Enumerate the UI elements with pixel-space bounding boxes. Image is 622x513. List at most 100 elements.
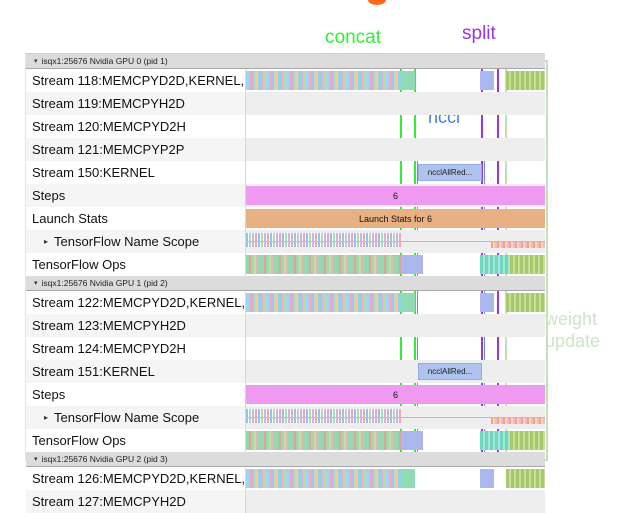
trace-block[interactable]	[480, 293, 494, 312]
timeline-row[interactable]: Stream 124:MEMCPYD2H	[26, 337, 545, 360]
timeline-row-label[interactable]: Stream 150:KERNEL	[26, 161, 246, 184]
timeline-row[interactable]: Launch Stats Launch Stats for 6	[26, 207, 545, 230]
timeline-row[interactable]: Stream 122:MEMCPYD2D,KERNEL,MI	[26, 291, 545, 314]
weight-update-line-1: weight	[545, 309, 598, 329]
timeline-row[interactable]: ▸TensorFlow Name Scope	[26, 406, 545, 429]
timeline-row[interactable]: Stream 127:MEMCPYH2D	[26, 490, 545, 513]
timeline-row-label[interactable]: Stream 121:MEMCPYP2P	[26, 138, 246, 161]
timeline-track[interactable]	[246, 253, 545, 276]
timeline-row-label[interactable]: TensorFlow Ops	[26, 253, 246, 276]
annotation-label-concat: concat	[325, 27, 381, 48]
trace-block[interactable]	[246, 255, 401, 274]
trace-block[interactable]	[506, 469, 545, 488]
group-header-gpu-0[interactable]: ▾isqx1:25676 Nvidia GPU 0 (pid 1)	[26, 54, 545, 69]
timeline-track[interactable]	[246, 467, 545, 490]
group-header-label: isqx1:25676 Nvidia GPU 0 (pid 1)	[41, 56, 168, 66]
timeline-row-label[interactable]: Stream 126:MEMCPYD2D,KERNEL,MI	[26, 467, 246, 490]
group-header-label: isqx1:25676 Nvidia GPU 1 (pid 2)	[41, 278, 168, 288]
timeline-row-label-text: Launch Stats	[32, 211, 108, 226]
timeline-row-label[interactable]: ▸TensorFlow Name Scope	[26, 406, 246, 429]
timeline-track[interactable]: ncclAllRed...	[246, 161, 545, 184]
timeline-track[interactable]	[246, 406, 545, 429]
timeline-row[interactable]: ▸TensorFlow Name Scope	[26, 230, 545, 253]
chevron-down-icon[interactable]: ▾	[34, 58, 38, 65]
timeline-row[interactable]: Stream 121:MEMCPYP2P	[26, 138, 545, 161]
trace-block[interactable]	[491, 242, 545, 248]
trace-block[interactable]	[401, 293, 415, 312]
timeline-row[interactable]: TensorFlow Ops	[26, 253, 545, 276]
trace-block[interactable]	[401, 255, 423, 274]
timeline-row[interactable]: Stream 123:MEMCPYH2D	[26, 314, 545, 337]
trace-block[interactable]	[510, 255, 545, 274]
trace-block[interactable]	[510, 431, 545, 450]
launch-stats-bar[interactable]: Launch Stats for 6	[246, 209, 545, 228]
timeline-row[interactable]: Stream 119:MEMCPYH2D	[26, 92, 545, 115]
timeline-track[interactable]	[246, 291, 545, 314]
timeline-track[interactable]	[246, 230, 545, 253]
steps-bar[interactable]: 6	[246, 385, 545, 404]
trace-block[interactable]	[506, 293, 545, 312]
group-header-label: isqx1:25676 Nvidia GPU 2 (pid 3)	[41, 454, 168, 464]
timeline-track[interactable]	[246, 69, 545, 92]
timeline-row[interactable]: Stream 118:MEMCPYD2D,KERNEL,ME	[26, 69, 545, 92]
timeline-row-label[interactable]: ▸TensorFlow Name Scope	[26, 230, 246, 253]
expand-triangle-icon[interactable]: ▸	[44, 413, 49, 422]
trace-block[interactable]	[480, 431, 510, 450]
timeline-track[interactable]: Launch Stats for 6	[246, 207, 545, 230]
timeline-row[interactable]: Stream 120:MEMCPYD2H	[26, 115, 545, 138]
timeline-row[interactable]: Stream 151:KERNEL ncclAllRed...	[26, 360, 545, 383]
timeline-track[interactable]	[246, 314, 545, 337]
trace-block[interactable]	[401, 71, 415, 90]
nccl-allreduce-block[interactable]: ncclAllRed...	[418, 363, 482, 380]
trace-block[interactable]	[401, 431, 423, 450]
timeline-row-label[interactable]: Steps	[26, 184, 246, 207]
timeline-row-label[interactable]: Stream 151:KERNEL	[26, 360, 246, 383]
timeline-track[interactable]	[246, 490, 545, 513]
trace-block[interactable]	[246, 293, 401, 312]
timeline-row[interactable]: Stream 150:KERNEL ncclAllRed...	[26, 161, 545, 184]
trace-block[interactable]	[401, 469, 415, 488]
timeline-row[interactable]: TensorFlow Ops	[26, 429, 545, 452]
trace-block[interactable]	[506, 71, 545, 90]
timeline-track[interactable]	[246, 115, 545, 138]
trace-block[interactable]	[246, 71, 401, 90]
steps-bar[interactable]: 6	[246, 186, 545, 205]
trace-block[interactable]	[480, 469, 494, 488]
timeline-row-label[interactable]: Steps	[26, 383, 246, 406]
timeline-row-label[interactable]: Stream 120:MEMCPYD2H	[26, 115, 246, 138]
timeline-row-label[interactable]: Stream 122:MEMCPYD2D,KERNEL,MI	[26, 291, 246, 314]
timeline-row-label[interactable]: Stream 124:MEMCPYD2H	[26, 337, 246, 360]
timeline-track[interactable]: 6	[246, 383, 545, 406]
trace-block[interactable]	[246, 409, 401, 423]
timeline-row-label[interactable]: TensorFlow Ops	[26, 429, 246, 452]
timeline-track[interactable]	[246, 337, 545, 360]
trace-block[interactable]	[480, 255, 510, 274]
chevron-down-icon[interactable]: ▾	[34, 280, 38, 287]
timeline-row-label[interactable]: Stream 119:MEMCPYH2D	[26, 92, 246, 115]
trace-block[interactable]	[246, 233, 401, 247]
timeline-row-label[interactable]: Stream 118:MEMCPYD2D,KERNEL,ME	[26, 69, 246, 92]
weight-update-line-2: update	[545, 331, 601, 351]
timeline-track[interactable]	[246, 92, 545, 115]
nccl-allreduce-block[interactable]: ncclAllRed...	[418, 164, 482, 181]
trace-block[interactable]	[246, 469, 401, 488]
expand-triangle-icon[interactable]: ▸	[44, 237, 49, 246]
group-header-gpu-1[interactable]: ▾isqx1:25676 Nvidia GPU 1 (pid 2)	[26, 276, 545, 291]
namescope-baseline	[246, 417, 545, 418]
timeline-row-label[interactable]: Launch Stats	[26, 207, 246, 230]
timeline-track[interactable]	[246, 138, 545, 161]
timeline-track[interactable]: ncclAllRed...	[246, 360, 545, 383]
trace-viewer[interactable]: ▾isqx1:25676 Nvidia GPU 0 (pid 1)Stream …	[25, 53, 545, 513]
timeline-row[interactable]: Stream 126:MEMCPYD2D,KERNEL,MI	[26, 467, 545, 490]
trace-block[interactable]	[491, 418, 545, 424]
chevron-down-icon[interactable]: ▾	[34, 456, 38, 463]
trace-block[interactable]	[246, 431, 401, 450]
timeline-track[interactable]	[246, 429, 545, 452]
trace-block[interactable]	[480, 71, 494, 90]
timeline-row-label[interactable]: Stream 123:MEMCPYH2D	[26, 314, 246, 337]
timeline-track[interactable]: 6	[246, 184, 545, 207]
group-header-gpu-2[interactable]: ▾isqx1:25676 Nvidia GPU 2 (pid 3)	[26, 452, 545, 467]
timeline-row-label[interactable]: Stream 127:MEMCPYH2D	[26, 490, 246, 513]
